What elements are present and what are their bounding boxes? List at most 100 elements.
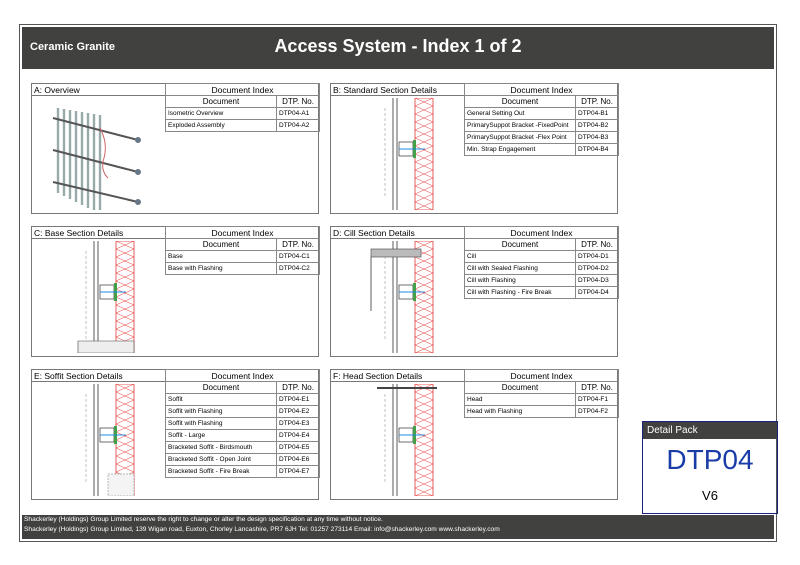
brand-label: Ceramic Granite xyxy=(30,41,115,53)
document-name: General Setting Out xyxy=(464,107,576,120)
col-document: Document xyxy=(165,381,277,394)
footer-address: Shackerley (Holdings) Group Limited, 139… xyxy=(24,526,500,533)
document-name: Isometric Overview xyxy=(165,107,277,120)
col-code: DTP. No. xyxy=(276,238,320,251)
page-title: Access System - Index 1 of 2 xyxy=(274,36,522,56)
table-row: Cill with Sealed Flashing DTP04-D2 xyxy=(464,262,619,275)
table-row: Soffit DTP04-E1 xyxy=(165,393,320,406)
section-drawing-icon xyxy=(337,383,463,497)
section-title: B: Standard Section Details xyxy=(333,85,437,95)
index-heading: Document Index xyxy=(165,83,320,96)
col-document: Document xyxy=(464,381,576,394)
col-code: DTP. No. xyxy=(575,238,619,251)
document-code: DTP04-D1 xyxy=(575,250,619,263)
table-row: Cill with Flashing - Fire Break DTP04-D4 xyxy=(464,286,619,299)
document-code: DTP04-E7 xyxy=(276,465,320,478)
document-code: DTP04-B4 xyxy=(575,143,619,156)
document-name: Head with Flashing xyxy=(464,405,576,418)
document-name: Soffit xyxy=(165,393,277,406)
col-code: DTP. No. xyxy=(575,95,619,108)
document-code: DTP04-E4 xyxy=(276,429,320,442)
section-title: E: Soffit Section Details xyxy=(34,371,123,381)
document-name: Base with Flashing xyxy=(165,262,277,275)
document-code: DTP04-D3 xyxy=(575,274,619,287)
col-code: DTP. No. xyxy=(276,95,320,108)
document-name: Bracketed Soffit - Birdsmouth xyxy=(165,441,277,454)
section-title: D: Cill Section Details xyxy=(333,228,415,238)
col-document: Document xyxy=(165,95,277,108)
index-heading: Document Index xyxy=(464,83,619,96)
table-row: Bracketed Soffit - Open Joint DTP04-E6 xyxy=(165,453,320,466)
document-name: Min. Strap Engagement xyxy=(464,143,576,156)
table-row: General Setting Out DTP04-B1 xyxy=(464,107,619,120)
document-name: Cill with Flashing - Fire Break xyxy=(464,286,576,299)
table-row: Base DTP04-C1 xyxy=(165,250,320,263)
col-code: DTP. No. xyxy=(276,381,320,394)
document-code: DTP04-F1 xyxy=(575,393,619,406)
section-drawing-icon xyxy=(38,240,164,354)
document-code: DTP04-E6 xyxy=(276,453,320,466)
document-code: DTP04-C2 xyxy=(276,262,320,275)
document-name: Soffit with Flashing xyxy=(165,405,277,418)
table-row: Cill DTP04-D1 xyxy=(464,250,619,263)
section-f: F: Head Section Details Document Index D… xyxy=(330,369,619,500)
table-row: Soffit with Flashing DTP04-E3 xyxy=(165,417,320,430)
document-name: Cill with Flashing xyxy=(464,274,576,287)
document-name: PrimarySuppot Bracket -FixedPoint xyxy=(464,119,576,132)
section-drawing-icon xyxy=(38,383,164,497)
document-code: DTP04-F2 xyxy=(575,405,619,418)
table-row: Bracketed Soffit - Birdsmouth DTP04-E5 xyxy=(165,441,320,454)
document-name: Cill with Sealed Flashing xyxy=(464,262,576,275)
header-bar: Ceramic Granite Access System - Index 1 … xyxy=(22,27,774,69)
col-document: Document xyxy=(464,95,576,108)
table-row: Bracketed Soffit - Fire Break DTP04-E7 xyxy=(165,465,320,478)
section-b: B: Standard Section Details Document Ind… xyxy=(330,83,619,214)
footer: Shackerley (Holdings) Group Limited rese… xyxy=(22,515,774,539)
page-frame xyxy=(19,24,777,542)
document-index-table: Document Index Document DTP. No. General… xyxy=(464,83,619,156)
col-code: DTP. No. xyxy=(575,381,619,394)
document-index-table: Document Index Document DTP. No. Isometr… xyxy=(165,83,320,132)
table-row: Soffit with Flashing DTP04-E2 xyxy=(165,405,320,418)
document-code: DTP04-A1 xyxy=(276,107,320,120)
table-row: Soffit - Large DTP04-E4 xyxy=(165,429,320,442)
table-row: Cill with Flashing DTP04-D3 xyxy=(464,274,619,287)
table-row: Head with Flashing DTP04-F2 xyxy=(464,405,619,418)
section-a: A: Overview Document Index Document DTP.… xyxy=(31,83,320,214)
index-heading: Document Index xyxy=(165,369,320,382)
document-name: Head xyxy=(464,393,576,406)
document-name: Base xyxy=(165,250,277,263)
document-code: DTP04-D2 xyxy=(575,262,619,275)
index-heading: Document Index xyxy=(464,226,619,239)
table-row: Isometric Overview DTP04-A1 xyxy=(165,107,320,120)
document-name: Soffit with Flashing xyxy=(165,417,277,430)
index-heading: Document Index xyxy=(165,226,320,239)
section-drawing-icon xyxy=(337,240,463,354)
section-c: C: Base Section Details Document Index D… xyxy=(31,226,320,357)
document-code: DTP04-E3 xyxy=(276,417,320,430)
col-document: Document xyxy=(464,238,576,251)
detail-pack-version: V6 xyxy=(702,488,718,503)
detail-pack-box: Detail Pack DTP04 V6 xyxy=(642,421,778,514)
document-name: Cill xyxy=(464,250,576,263)
section-drawing-icon xyxy=(337,97,463,211)
exploded-assembly-drawing-icon xyxy=(38,98,164,214)
document-index-table: Document Index Document DTP. No. Head DT… xyxy=(464,369,619,418)
document-name: Soffit - Large xyxy=(165,429,277,442)
index-heading: Document Index xyxy=(464,369,619,382)
section-title: A: Overview xyxy=(34,85,80,95)
document-code: DTP04-B3 xyxy=(575,131,619,144)
section-d: D: Cill Section Details Document Index D… xyxy=(330,226,619,357)
detail-pack-code: DTP04 xyxy=(666,444,754,475)
document-code: DTP04-B2 xyxy=(575,119,619,132)
document-name: Exploded Assembly xyxy=(165,119,277,132)
document-code: DTP04-E2 xyxy=(276,405,320,418)
detail-pack-label: Detail Pack xyxy=(643,422,777,439)
table-row: Base with Flashing DTP04-C2 xyxy=(165,262,320,275)
footer-disclaimer: Shackerley (Holdings) Group Limited rese… xyxy=(24,516,383,523)
document-code: DTP04-A2 xyxy=(276,119,320,132)
document-index-table: Document Index Document DTP. No. Soffit … xyxy=(165,369,320,478)
document-code: DTP04-D4 xyxy=(575,286,619,299)
table-row: Head DTP04-F1 xyxy=(464,393,619,406)
table-row: PrimarySuppot Bracket -FixedPoint DTP04-… xyxy=(464,119,619,132)
